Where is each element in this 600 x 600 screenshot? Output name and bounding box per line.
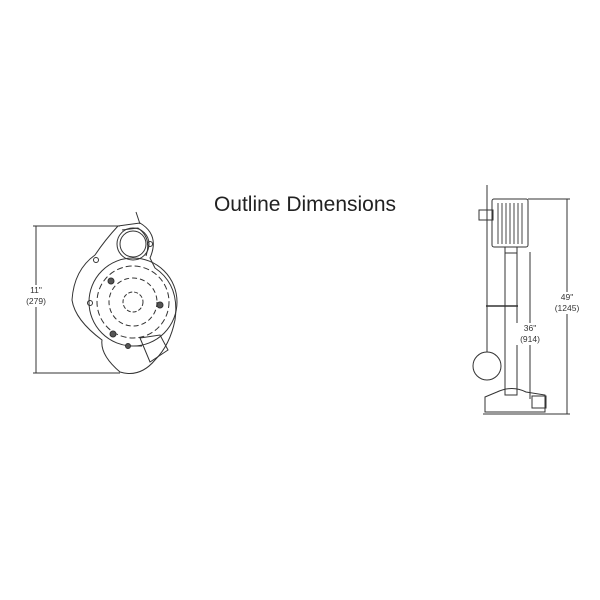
front-view-drawing bbox=[33, 211, 178, 374]
pipe-height-mm: (914) bbox=[520, 334, 540, 344]
overall-height-inches: 49" bbox=[560, 292, 574, 302]
base bbox=[484, 388, 546, 413]
front-height-mm: (279) bbox=[26, 296, 46, 306]
page-title: Outline Dimensions bbox=[213, 193, 397, 216]
overall-height-label: 49" (1245) bbox=[547, 292, 587, 314]
pipe-height-label: 36" (914) bbox=[510, 323, 550, 345]
float-ball bbox=[472, 351, 502, 381]
front-height-inches: 11" bbox=[30, 285, 42, 295]
pipe-height-inches: 36" bbox=[523, 323, 537, 333]
overall-height-mm: (1245) bbox=[554, 303, 580, 313]
front-height-label: 11" (279) bbox=[16, 285, 56, 307]
